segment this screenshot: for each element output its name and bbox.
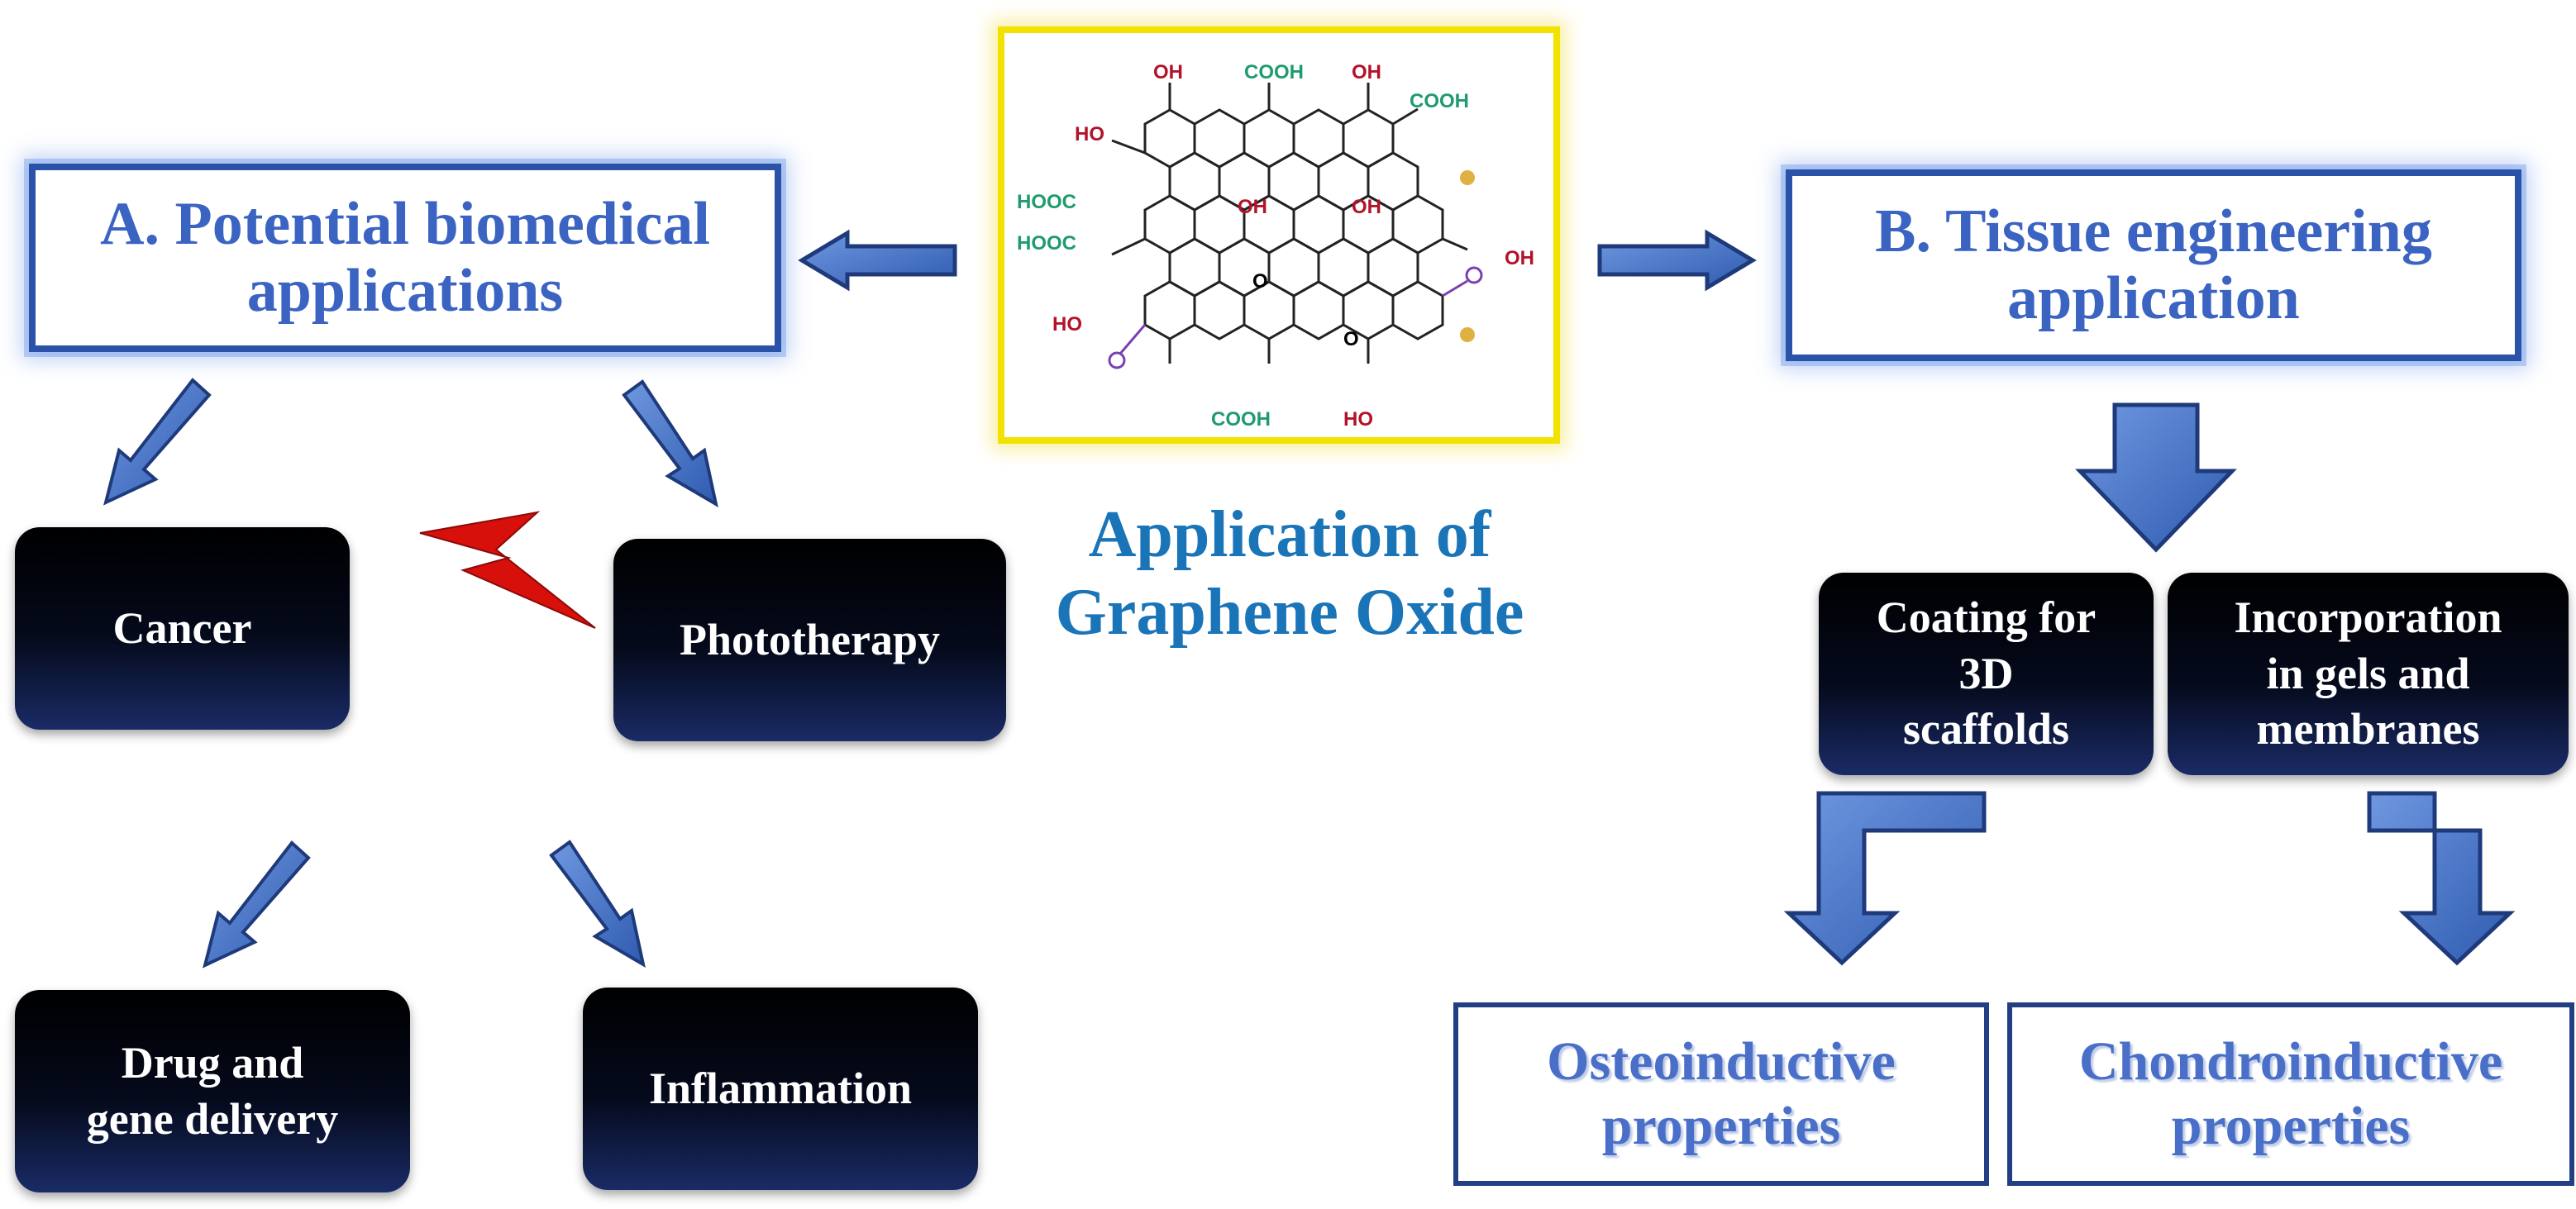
arrow-to-phototherapy [622, 379, 718, 508]
label-hooc-1: HOOC [1017, 191, 1076, 213]
arrow-to-drug-delivery [203, 840, 311, 969]
label-cooh-3: COOH [1211, 408, 1271, 431]
node-cancer: Cancer [15, 527, 350, 730]
arrow-to-osteoinductive [1783, 791, 1987, 966]
label-oh-2: OH [1352, 61, 1381, 83]
section-a-title-line2: applications [246, 257, 564, 325]
node-coating-line3: scaffolds [1903, 704, 2069, 754]
label-cooh-1: COOH [1244, 61, 1304, 83]
label-oh-4: OH [1352, 196, 1381, 218]
node-drug-line2: gene delivery [86, 1093, 339, 1144]
label-oh-1: OH [1153, 61, 1183, 83]
label-cooh-2: COOH [1410, 90, 1469, 112]
label-oh-3: OH [1238, 196, 1267, 218]
arrow-to-right-section [1597, 229, 1757, 292]
section-potential-biomedical: A. Potential biomedical applications [29, 164, 781, 352]
node-drug-gene-delivery: Drug and gene delivery [15, 990, 410, 1192]
label-oh-5: OH [1505, 247, 1534, 269]
node-chondro-line2: properties [2171, 1096, 2411, 1156]
node-incorporation-gels-membranes: Incorporation in gels and membranes [2168, 573, 2569, 775]
node-incorp-line1: Incorporation [2234, 593, 2502, 643]
label-ho-3: HO [1343, 408, 1373, 431]
node-incorp-line3: membranes [2256, 704, 2480, 754]
node-coating-line1: Coating for [1876, 593, 2097, 643]
node-osteoinductive-properties: Osteoinductive properties [1453, 1002, 1989, 1186]
node-chondroinductive-properties: Chondroinductive properties [2007, 1002, 2574, 1186]
label-o-1: O [1252, 270, 1268, 293]
center-title: Application of Graphene Oxide [1017, 496, 1562, 652]
graphene-oxide-structure: OH COOH OH COOH HO HOOC HOOC OH OH OH HO… [998, 26, 1560, 444]
node-phototherapy-label: Phototherapy [680, 614, 940, 664]
label-ho-1: HO [1075, 123, 1104, 145]
node-phototherapy: Phototherapy [613, 539, 1006, 741]
graphene-oxide-molecule-icon: OH COOH OH COOH HO HOOC HOOC OH OH OH HO… [1017, 61, 1534, 431]
node-chondro-line1: Chondroinductive [2078, 1031, 2503, 1092]
node-coating-3d-scaffolds: Coating for 3D scaffolds [1819, 573, 2154, 775]
arrow-to-chondroinductive [2367, 791, 2516, 966]
section-b-title-line1: B. Tissue engineering [1875, 197, 2432, 265]
section-a-title-line1: A. Potential biomedical [100, 189, 710, 258]
arrow-to-inflammation [549, 840, 646, 969]
lightning-bolt-icon [419, 511, 596, 629]
section-b-title-line2: application [2007, 264, 2300, 332]
arrow-to-cancer [103, 378, 212, 506]
node-osteo-line1: Osteoinductive [1547, 1031, 1896, 1092]
label-o-2: O [1343, 328, 1359, 350]
node-coating-line2: 3D [1958, 648, 2014, 698]
node-cancer-label: Cancer [112, 602, 252, 653]
node-drug-line1: Drug and [121, 1038, 304, 1088]
label-hooc-2: HOOC [1017, 232, 1076, 255]
arrow-down-tissue [2075, 402, 2237, 553]
node-inflammation-label: Inflammation [648, 1063, 912, 1113]
label-ho-2: HO [1052, 313, 1082, 336]
section-tissue-engineering: B. Tissue engineering application [1786, 169, 2521, 361]
arrow-to-left-section [798, 229, 957, 292]
node-osteo-line2: properties [1601, 1096, 1841, 1156]
node-inflammation: Inflammation [583, 988, 978, 1190]
center-title-line1: Application of [1088, 498, 1491, 571]
center-title-line2: Graphene Oxide [1055, 576, 1524, 650]
node-incorp-line2: in gels and [2266, 648, 2470, 698]
